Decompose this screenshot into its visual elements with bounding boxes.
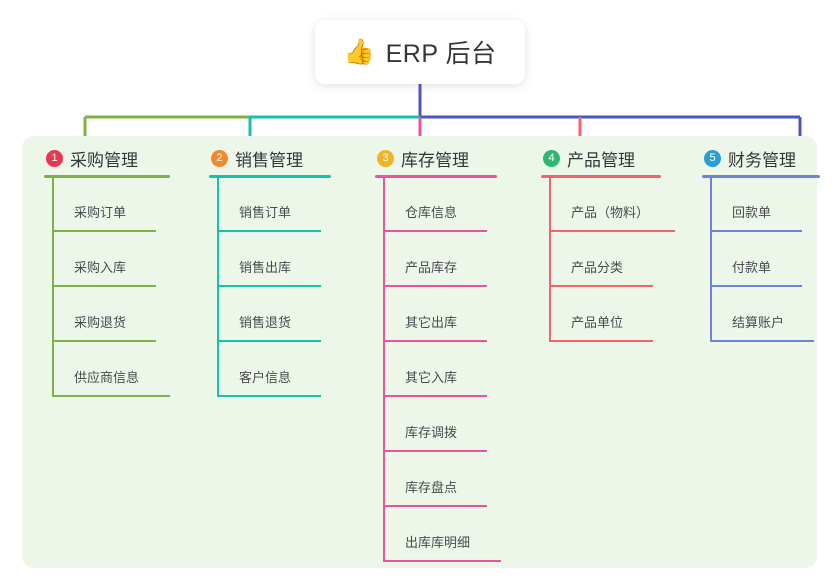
menu-item-label: 库存调拨: [405, 425, 458, 440]
menu-item[interactable]: 销售出库: [217, 232, 321, 287]
module-column-3: 3 库存管理仓库信息产品库存其它出库其它入库库存调拨库存盘点出库库明细: [361, 136, 521, 568]
menu-item-label: 采购退货: [74, 315, 127, 330]
module-badge-4: 4: [543, 150, 560, 167]
module-badge-1: 1: [46, 150, 63, 167]
menu-item-underline: [217, 230, 321, 232]
menu-item-underline: [710, 340, 814, 342]
menu-item[interactable]: 回款单: [710, 177, 802, 232]
menu-item-underline: [217, 340, 321, 342]
module-title-4: 产品管理: [567, 151, 635, 170]
menu-item-underline: [549, 230, 675, 232]
menu-item-underline: [383, 505, 487, 507]
module-underline-2: [209, 175, 331, 178]
root-node-erp-backend[interactable]: 👍 ERP 后台: [315, 20, 525, 84]
module-title-1: 采购管理: [70, 151, 138, 170]
module-title-3: 库存管理: [401, 151, 469, 170]
menu-item[interactable]: 其它入库: [383, 342, 487, 397]
menu-item-underline: [383, 395, 487, 397]
module-title-5: 财务管理: [728, 151, 796, 170]
module-spine-2: [217, 177, 219, 397]
menu-item-label: 销售订单: [239, 205, 292, 220]
menu-item[interactable]: 产品库存: [383, 232, 487, 287]
menu-item-underline: [52, 285, 156, 287]
menu-item[interactable]: 采购订单: [52, 177, 156, 232]
menu-item-label: 产品库存: [405, 260, 458, 275]
thumbs-up-icon: 👍: [343, 37, 375, 66]
menu-item[interactable]: 库存盘点: [383, 452, 487, 507]
menu-item-underline: [52, 340, 156, 342]
menu-item[interactable]: 供应商信息: [52, 342, 170, 397]
menu-item-underline: [217, 285, 321, 287]
menu-item[interactable]: 采购退货: [52, 287, 156, 342]
module-header-5[interactable]: 5 财务管理: [704, 146, 796, 171]
module-badge-3: 3: [377, 150, 394, 167]
menu-item-label: 销售出库: [239, 260, 292, 275]
menu-item-label: 供应商信息: [74, 370, 140, 385]
menu-item[interactable]: 仓库信息: [383, 177, 487, 232]
module-title-2: 销售管理: [235, 151, 303, 170]
module-spine-3: [383, 177, 385, 562]
menu-item[interactable]: 采购入库: [52, 232, 156, 287]
module-column-1: 1 采购管理采购订单采购入库采购退货供应商信息: [30, 136, 190, 568]
menu-item-label: 回款单: [732, 205, 772, 220]
module-underline-5: [702, 175, 820, 178]
menu-item-label: 库存盘点: [405, 480, 458, 495]
menu-item-underline: [549, 285, 653, 287]
menu-item-underline: [383, 340, 487, 342]
menu-item[interactable]: 客户信息: [217, 342, 321, 397]
menu-item[interactable]: 出库库明细: [383, 507, 501, 562]
menu-item-underline: [383, 560, 501, 562]
module-column-5: 5 财务管理回款单付款单结算账户: [688, 136, 838, 568]
menu-item[interactable]: 结算账户: [710, 287, 814, 342]
menu-item[interactable]: 产品单位: [549, 287, 653, 342]
module-underline-3: [375, 175, 497, 178]
menu-item-underline: [710, 230, 802, 232]
menu-item-underline: [710, 285, 802, 287]
module-spine-5: [710, 177, 712, 342]
menu-item-label: 付款单: [732, 260, 772, 275]
menu-item[interactable]: 付款单: [710, 232, 802, 287]
menu-item-label: 其它出库: [405, 315, 458, 330]
menu-item[interactable]: 产品（物料）: [549, 177, 675, 232]
menu-item-label: 产品（物料）: [571, 205, 650, 220]
menu-item-underline: [383, 230, 487, 232]
menu-item[interactable]: 销售订单: [217, 177, 321, 232]
root-node-title: ERP 后台: [385, 40, 497, 68]
module-badge-5: 5: [704, 150, 721, 167]
module-header-2[interactable]: 2 销售管理: [211, 146, 303, 171]
menu-item-label: 采购入库: [74, 260, 127, 275]
menu-item-label: 结算账户: [732, 315, 785, 330]
modules-panel: 1 采购管理采购订单采购入库采购退货供应商信息 2 销售管理销售订单销售出库销售退货客…: [22, 136, 820, 568]
menu-item-label: 产品分类: [571, 260, 624, 275]
menu-item-label: 销售退货: [239, 315, 292, 330]
menu-item[interactable]: 销售退货: [217, 287, 321, 342]
menu-item-label: 采购订单: [74, 205, 127, 220]
module-column-2: 2 销售管理销售订单销售出库销售退货客户信息: [195, 136, 355, 568]
menu-item-label: 仓库信息: [405, 205, 458, 220]
menu-item-underline: [383, 450, 487, 452]
menu-item-label: 客户信息: [239, 370, 292, 385]
menu-item-underline: [549, 340, 653, 342]
module-badge-2: 2: [211, 150, 228, 167]
module-spine-4: [549, 177, 551, 342]
module-underline-4: [541, 175, 661, 178]
module-header-3[interactable]: 3 库存管理: [377, 146, 469, 171]
menu-item-underline: [52, 395, 170, 397]
menu-item-label: 其它入库: [405, 370, 458, 385]
module-header-4[interactable]: 4 产品管理: [543, 146, 635, 171]
menu-item-underline: [52, 230, 156, 232]
menu-item[interactable]: 其它出库: [383, 287, 487, 342]
module-header-1[interactable]: 1 采购管理: [46, 146, 138, 171]
menu-item-underline: [217, 395, 321, 397]
menu-item-underline: [383, 285, 487, 287]
menu-item-label: 出库库明细: [405, 535, 471, 550]
menu-item-label: 产品单位: [571, 315, 624, 330]
menu-item[interactable]: 产品分类: [549, 232, 653, 287]
menu-item[interactable]: 库存调拨: [383, 397, 487, 452]
module-column-4: 4 产品管理产品（物料） 产品分类产品单位: [527, 136, 687, 568]
module-underline-1: [44, 175, 170, 178]
module-spine-1: [52, 177, 54, 397]
